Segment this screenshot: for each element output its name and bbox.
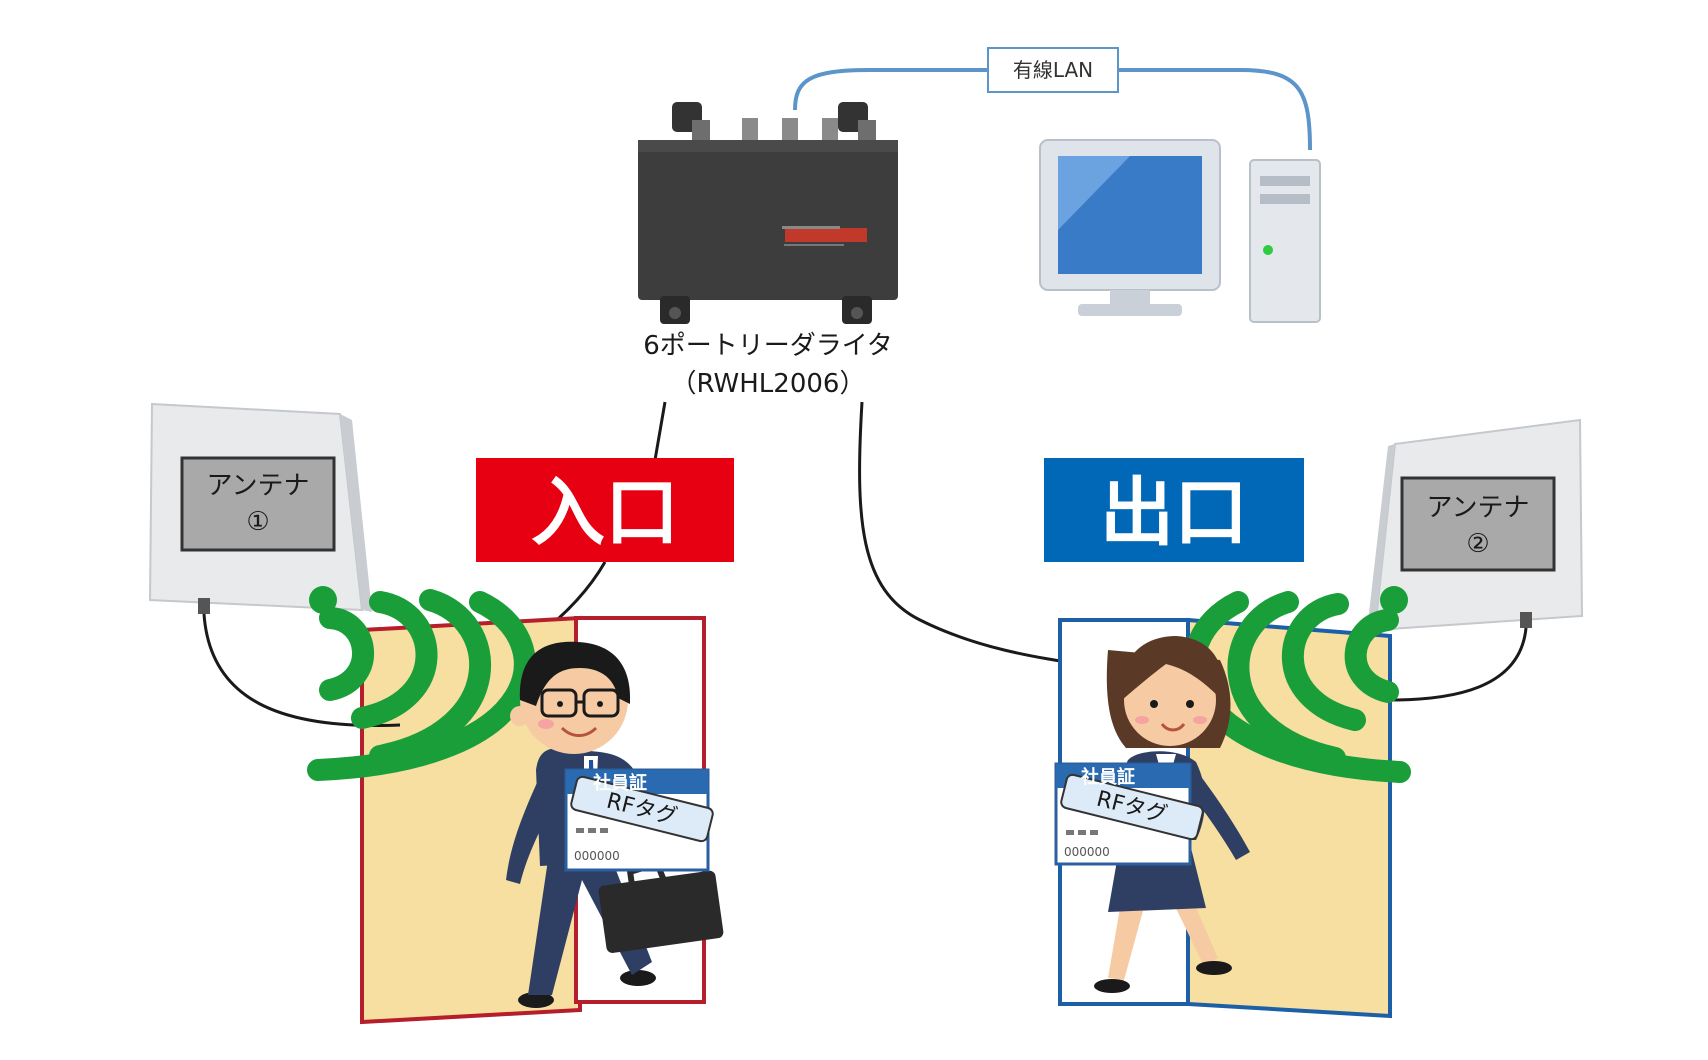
antenna-1-line1: アンテナ bbox=[207, 471, 310, 501]
employee-badge-right bbox=[1054, 762, 1204, 866]
antenna-1-icon bbox=[148, 402, 372, 614]
radio-wave-left-dot bbox=[309, 586, 337, 614]
badge-right-digits: 000000 bbox=[1064, 845, 1110, 859]
lan-label: 有線LAN bbox=[1013, 58, 1093, 82]
cable-reader-to-entrance bbox=[653, 401, 667, 461]
radio-wave-right-dot bbox=[1380, 586, 1408, 614]
antenna-1-line2: ① bbox=[246, 507, 269, 537]
lan-cable bbox=[793, 68, 1312, 151]
exit-sign bbox=[1044, 458, 1304, 562]
antenna-2-line1: アンテナ bbox=[1427, 493, 1530, 523]
reader-model: （RWHL2006） bbox=[671, 369, 866, 399]
exit-label: 出口 bbox=[1100, 470, 1248, 556]
entrance-label: 入口 bbox=[531, 470, 679, 556]
antenna-2-icon bbox=[1368, 418, 1584, 632]
badge-left-title: 社員証 bbox=[593, 772, 647, 794]
entrance-sign bbox=[476, 458, 734, 562]
badge-right-title: 社員証 bbox=[1081, 766, 1135, 788]
antenna-2-line2: ② bbox=[1466, 529, 1489, 559]
antenna-2-cable bbox=[1389, 627, 1528, 702]
radio-wave-left-icon bbox=[307, 589, 536, 781]
computer-icon bbox=[1039, 139, 1321, 323]
reader-device-icon bbox=[638, 102, 898, 324]
lan-label-box bbox=[987, 47, 1119, 93]
employee-badge-left bbox=[564, 768, 714, 872]
badge-left-digits: 000000 bbox=[574, 849, 620, 863]
reader-name: 6ポートリーダライタ bbox=[643, 331, 893, 361]
